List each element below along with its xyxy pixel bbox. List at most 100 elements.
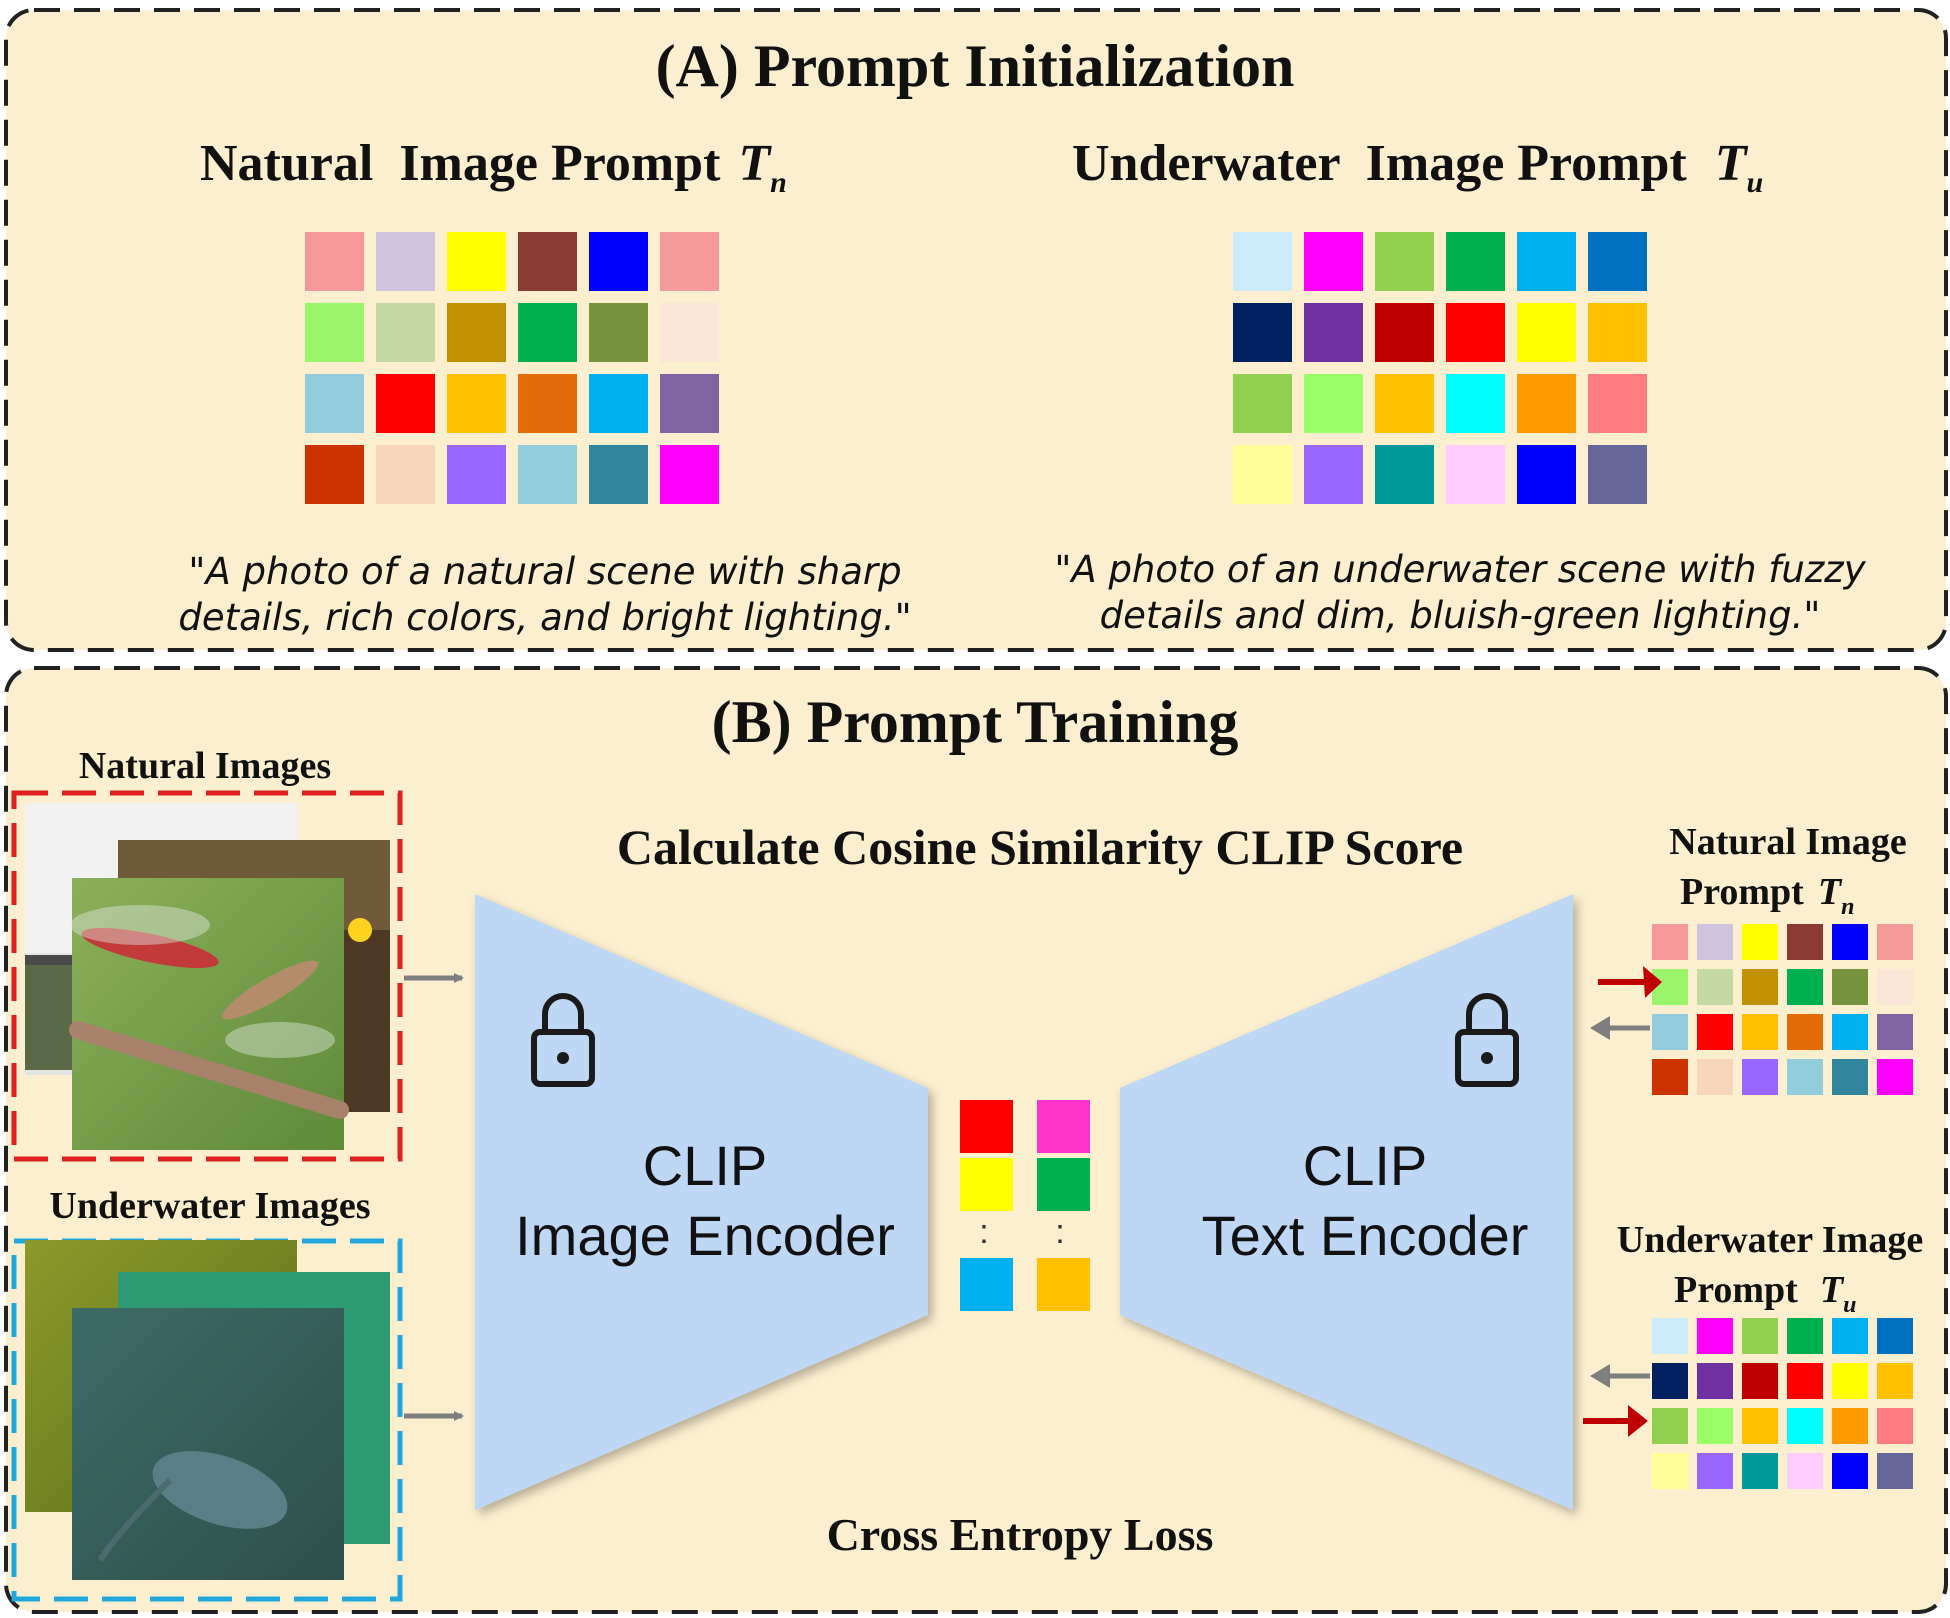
prompt-token xyxy=(447,232,506,291)
prompt-token xyxy=(1787,1408,1823,1444)
right-underwater-prompt-symbol: T xyxy=(1820,1269,1845,1311)
underwater-prompt-subscript: u xyxy=(1747,166,1764,199)
prompt-token xyxy=(1517,374,1576,433)
prompt-token xyxy=(1652,1318,1688,1354)
image-encoder-label-line2: Image Encoder xyxy=(515,1204,895,1267)
prompt-token xyxy=(1375,232,1434,291)
prompt-token xyxy=(1375,303,1434,362)
prompt-token xyxy=(1588,374,1647,433)
prompt-token xyxy=(1877,1318,1913,1354)
prompt-token xyxy=(1877,1363,1913,1399)
prompt-token xyxy=(1877,1014,1913,1050)
prompt-token xyxy=(518,374,577,433)
prompt-token xyxy=(1588,303,1647,362)
natural-prompt-subscript: n xyxy=(770,166,787,199)
underwater-caption-line1: "A photo of an underwater scene with fuz… xyxy=(1054,548,1866,591)
underwater-images-label: Underwater Images xyxy=(49,1185,370,1227)
prompt-token xyxy=(1652,924,1688,960)
prompt-token xyxy=(1742,1363,1778,1399)
prompt-token xyxy=(1832,1363,1868,1399)
prompt-token xyxy=(1517,445,1576,504)
image-encoder-label-line1: CLIP xyxy=(643,1134,768,1197)
feature-token xyxy=(1037,1158,1090,1211)
prompt-token xyxy=(1787,924,1823,960)
prompt-token xyxy=(518,445,577,504)
right-natural-prompt-sub: n xyxy=(1841,894,1854,920)
natural-images-label: Natural Images xyxy=(79,745,331,787)
prompt-token xyxy=(1375,374,1434,433)
natural-images-frame xyxy=(11,790,403,1162)
prompt-token xyxy=(1697,1014,1733,1050)
prompt-token xyxy=(1787,969,1823,1005)
clip-image-encoder xyxy=(475,894,928,1510)
prompt-token xyxy=(1787,1318,1823,1354)
right-underwater-prompt-line2: Prompt Tu xyxy=(1674,1269,1856,1318)
underwater-image-stingray xyxy=(72,1308,344,1580)
natural-prompt-heading-text: Natural Image Prompt xyxy=(200,135,721,192)
prompt-token xyxy=(660,303,719,362)
prompt-token xyxy=(1446,232,1505,291)
image-feature-vector xyxy=(960,1100,1013,1311)
natural-images-stack xyxy=(11,790,403,1162)
prompt-token xyxy=(1697,1453,1733,1489)
feature-token xyxy=(960,1258,1013,1311)
underwater-caption-line2: details and dim, bluish-green lighting." xyxy=(1100,594,1821,637)
prompt-token xyxy=(1832,1059,1868,1095)
text-encoder-label-line2: Text Encoder xyxy=(1202,1204,1529,1267)
prompt-token xyxy=(1517,232,1576,291)
text-feature-vector xyxy=(1037,1100,1090,1311)
prompt-token xyxy=(1697,1408,1733,1444)
prompt-token xyxy=(1588,445,1647,504)
right-underwater-prompt-sub: u xyxy=(1843,1292,1856,1318)
prompt-token xyxy=(1742,969,1778,1005)
right-underwater-prompt-line1: Underwater Image xyxy=(1617,1219,1923,1261)
prompt-token xyxy=(589,374,648,433)
prompt-token xyxy=(1233,374,1292,433)
prompt-token xyxy=(1787,1363,1823,1399)
prompt-token xyxy=(1877,1453,1913,1489)
right-natural-prompt-grid xyxy=(1652,924,1913,1095)
lock-icon xyxy=(531,993,595,1087)
panel-b-title: (B) Prompt Training xyxy=(712,689,1239,755)
right-underwater-prompt-grid xyxy=(1652,1318,1913,1489)
prompt-token xyxy=(1877,1059,1913,1095)
prompt-token xyxy=(1877,1408,1913,1444)
prompt-token xyxy=(305,445,364,504)
prompt-token xyxy=(1652,1014,1688,1050)
prompt-token xyxy=(1832,1408,1868,1444)
prompt-token xyxy=(1697,924,1733,960)
feature-token xyxy=(960,1100,1013,1153)
loss-label: Cross Entropy Loss xyxy=(827,1509,1214,1560)
prompt-token xyxy=(1742,1014,1778,1050)
prompt-token xyxy=(447,445,506,504)
prompt-token xyxy=(1742,1059,1778,1095)
prompt-token xyxy=(1787,1059,1823,1095)
prompt-token xyxy=(1652,1408,1688,1444)
prompt-token xyxy=(1832,924,1868,960)
prompt-token xyxy=(1375,445,1434,504)
natural-prompt-heading: Natural Image Prompt Tn xyxy=(200,135,787,199)
prompt-token xyxy=(1304,374,1363,433)
underwater-prompt-token-grid xyxy=(1233,232,1647,504)
prompt-token xyxy=(1742,1318,1778,1354)
underwater-prompt-symbol: T xyxy=(1715,135,1749,192)
prompt-token xyxy=(1652,1453,1688,1489)
natural-image-dragonflies xyxy=(69,878,349,1150)
prompt-token xyxy=(1877,924,1913,960)
prompt-token xyxy=(1588,232,1647,291)
prompt-token xyxy=(305,303,364,362)
prompt-token xyxy=(518,232,577,291)
feature-ellipsis-right: : xyxy=(1055,1213,1064,1251)
natural-prompt-symbol: T xyxy=(738,135,772,192)
feature-token xyxy=(1037,1258,1090,1311)
prompt-token xyxy=(1697,1059,1733,1095)
arrow-left-icon xyxy=(1590,1016,1650,1040)
prompt-token xyxy=(1877,969,1913,1005)
prompt-token xyxy=(376,303,435,362)
underwater-images-stack xyxy=(11,1238,403,1602)
right-natural-prompt-word: Prompt xyxy=(1680,871,1804,913)
right-underwater-prompt-word: Prompt xyxy=(1674,1269,1798,1311)
prompt-token xyxy=(376,445,435,504)
